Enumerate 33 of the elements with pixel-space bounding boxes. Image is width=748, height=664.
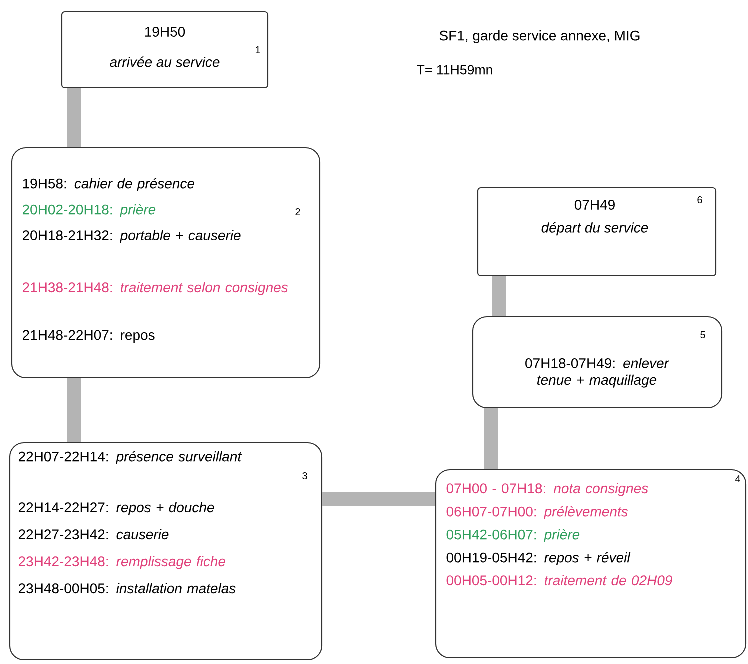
box-number: 1 xyxy=(256,46,260,54)
title: SF1, garde service annexe, MIG xyxy=(440,30,640,44)
box-number: 6 xyxy=(698,196,702,204)
activity-text: 20H02-20H18: prière xyxy=(22,204,156,218)
activity-text: 23H48-00H05: installation matelas xyxy=(18,583,236,594)
event-label: départ du service xyxy=(542,222,648,236)
activity-text: 07H00 - 07H18: nota consignes xyxy=(446,483,648,496)
activity-text: 00H19-05H42: repos + réveil xyxy=(446,552,631,566)
activity-text: 20H18-21H32: portable + causerie xyxy=(22,230,241,244)
activity-text: 00H05-00H12: traitement de 02H09 xyxy=(446,575,672,586)
activity-text: 22H14-22H27: repos + douche xyxy=(18,502,214,516)
activity-text: 22H07-22H14: présence surveillant xyxy=(18,451,242,464)
box-number: 5 xyxy=(700,332,706,338)
activity-text: 23H42-23H48: remplissage fiche xyxy=(18,556,226,570)
box-number: 3 xyxy=(302,472,308,480)
duration-label: T= 11H59mn xyxy=(417,65,492,75)
time-label: 07H49 xyxy=(574,200,615,210)
activity-text: 19H58: cahier de présence xyxy=(23,178,194,192)
connector-bar xyxy=(484,408,498,470)
time-label: 19H50 xyxy=(145,27,186,37)
activity-text: 22H27-23H42: causerie xyxy=(18,529,169,540)
connector-bar xyxy=(322,492,436,506)
activity-text: 21H38-21H48: traitement selon consignes xyxy=(22,282,288,296)
connector-bar xyxy=(67,378,82,442)
connector-bar xyxy=(67,88,82,148)
connector-bar xyxy=(492,276,506,316)
box-number: 2 xyxy=(296,208,300,216)
activity-text: 07H18-07H49: enlever tenue + maquillage xyxy=(526,358,670,388)
box-number: 4 xyxy=(735,476,740,482)
activity-text: 06H07-07H00: prélèvements xyxy=(446,506,628,520)
activity-text: 21H48-22H07: repos xyxy=(22,330,155,343)
event-label: arrivée au service xyxy=(110,56,220,68)
activity-text: 05H42-06H07: prière xyxy=(446,529,580,542)
